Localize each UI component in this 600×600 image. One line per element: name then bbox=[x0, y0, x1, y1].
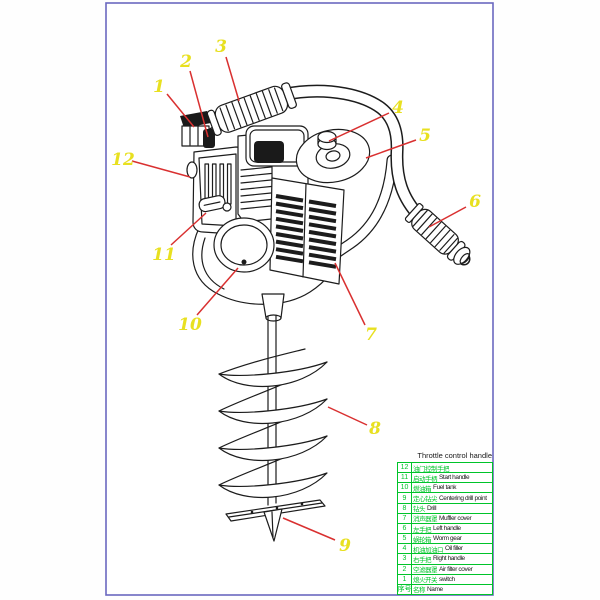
drawing-frame bbox=[105, 2, 494, 596]
leader-line-12 bbox=[131, 160, 191, 178]
part-name-en: switch bbox=[439, 575, 455, 583]
part-name-zh: 消声器罩 bbox=[413, 516, 438, 523]
oil-filler-cap bbox=[317, 130, 337, 151]
part-name-en: Right handle bbox=[433, 555, 465, 563]
air-cleaner-cover bbox=[245, 125, 309, 167]
parts-row-1: 1 熄火开关 switch bbox=[398, 573, 492, 584]
air-filter-cover bbox=[203, 129, 215, 148]
start-handle bbox=[198, 195, 226, 213]
part-no: 6 bbox=[398, 523, 412, 534]
parts-row-8: 8 钻头 Drill bbox=[398, 502, 492, 513]
leader-line-4 bbox=[328, 112, 390, 142]
table-overflow-label: Throttle control handle bbox=[417, 451, 492, 460]
leader-line-11 bbox=[170, 212, 207, 246]
part-name-en: Centering drill point bbox=[439, 494, 487, 502]
leader-line-3 bbox=[225, 56, 240, 102]
part-name-en: Fuel tank bbox=[433, 484, 457, 492]
part-name-zh: 定心钻尖 bbox=[413, 496, 438, 503]
parts-row-4: 4 机油加油口 Oil filler bbox=[398, 543, 492, 554]
leader-line-1 bbox=[166, 93, 195, 128]
callout-label-1: 1 bbox=[153, 77, 165, 97]
callout-label-9: 9 bbox=[339, 536, 351, 556]
parts-table-header: 序号 名称 Name bbox=[398, 583, 492, 595]
part-name-en: Start handle bbox=[439, 474, 470, 482]
part-no: 12 bbox=[398, 463, 412, 473]
right-grip bbox=[404, 203, 471, 265]
callout-label-10: 10 bbox=[178, 315, 202, 335]
part-name-en: Left handle bbox=[433, 525, 461, 533]
callout-label-3: 3 bbox=[215, 37, 227, 57]
parts-row-10: 10 燃油箱 Fuel tank bbox=[398, 482, 492, 493]
header-name-zh: 名称 bbox=[413, 587, 426, 595]
auger-drill bbox=[218, 348, 328, 499]
part-name-en: Drill bbox=[427, 504, 437, 512]
leader-lines bbox=[131, 56, 467, 541]
leader-line-2 bbox=[189, 70, 209, 138]
part-name-en: Air filter cover bbox=[439, 565, 473, 573]
parts-row-2: 2 空滤器罩 Air filter cover bbox=[398, 563, 492, 574]
parts-row-3: 3 右手把 Right handle bbox=[398, 553, 492, 564]
leader-line-6 bbox=[428, 206, 467, 228]
part-no: 8 bbox=[398, 503, 412, 513]
callout-label-8: 8 bbox=[368, 419, 381, 439]
parts-row-12: 12 油门控制手把 bbox=[398, 463, 492, 473]
part-no: 1 bbox=[398, 574, 412, 584]
part-no: 4 bbox=[398, 544, 412, 554]
leader-line-9 bbox=[282, 517, 336, 541]
callout-label-2: 2 bbox=[179, 52, 192, 72]
callout-label-7: 7 bbox=[365, 325, 377, 345]
leader-line-7 bbox=[334, 262, 366, 326]
gear-spout bbox=[261, 293, 285, 322]
part-name-zh: 空滤器罩 bbox=[413, 567, 438, 574]
parts-row-11: 11 启动手柄 Start handle bbox=[398, 472, 492, 483]
callout-label-12: 12 bbox=[111, 150, 135, 170]
parts-row-9: 9 定心钻尖 Centering drill point bbox=[398, 492, 492, 503]
part-no: 3 bbox=[398, 554, 412, 564]
centering-drill-point bbox=[263, 508, 283, 542]
callout-label-6: 6 bbox=[469, 192, 481, 212]
muffler-cover bbox=[269, 177, 345, 285]
part-name-en: Oil filler bbox=[445, 545, 463, 553]
part-no: 10 bbox=[398, 483, 412, 493]
part-no: 11 bbox=[398, 473, 412, 483]
header-no: 序号 bbox=[398, 584, 412, 595]
part-name-zh: 燃油箱 bbox=[413, 485, 432, 493]
part-name-zh: 熄火开关 bbox=[413, 577, 438, 584]
stop-switch bbox=[180, 111, 211, 147]
part-no: 2 bbox=[398, 564, 412, 574]
part-name-zh: 钻头 bbox=[413, 506, 426, 513]
recoil-starter-housing bbox=[186, 146, 243, 235]
part-name-en: Worm gear bbox=[433, 535, 462, 543]
part-no: 7 bbox=[398, 513, 412, 523]
part-no: 9 bbox=[398, 493, 412, 503]
part-name-zh: 右手把 bbox=[413, 556, 432, 564]
primer-bulb bbox=[222, 202, 232, 212]
part-no: 5 bbox=[398, 534, 412, 544]
callout-label-11: 11 bbox=[152, 245, 176, 265]
callout-label-5: 5 bbox=[419, 126, 431, 146]
header-name-en: Name bbox=[427, 585, 443, 593]
parts-row-7: 7 消声器罩 Muffler cover bbox=[398, 512, 492, 523]
throttle-grip bbox=[206, 82, 297, 136]
part-name-zh: 启动手柄 bbox=[413, 475, 438, 483]
leader-line-5 bbox=[365, 139, 417, 159]
part-name-en: Muffler cover bbox=[439, 514, 472, 522]
part-name-zh: 机油加油口 bbox=[413, 546, 444, 554]
part-name-zh: 左手把 bbox=[413, 526, 432, 534]
part-name-zh: 蜗轮箱 bbox=[413, 536, 432, 544]
fan-cover bbox=[213, 217, 275, 273]
callout-numbers: 1 2 3 4 5 6 7 8 9 10 11 12 bbox=[111, 37, 481, 556]
parts-row-6: 6 左手把 Left handle bbox=[398, 522, 492, 534]
callout-label-4: 4 bbox=[392, 98, 404, 118]
parts-table: 12 油门控制手把 11 启动手柄 Start handle 10 燃油箱 Fu… bbox=[397, 462, 493, 595]
leader-line-10 bbox=[196, 267, 239, 316]
part-name-zh: 油门控制手把 bbox=[413, 465, 450, 473]
leader-line-8 bbox=[327, 406, 368, 426]
parts-row-5: 5 蜗轮箱 Worm gear bbox=[398, 533, 492, 544]
